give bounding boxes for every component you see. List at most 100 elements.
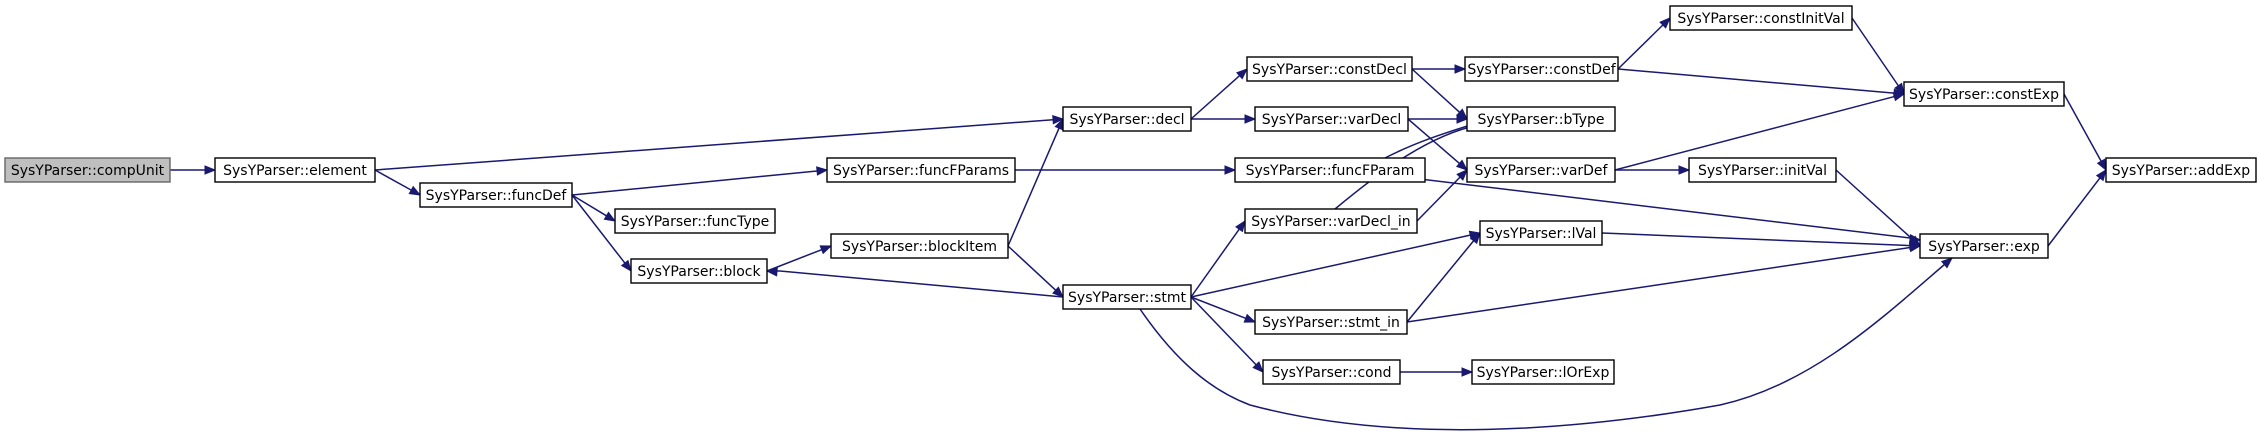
node-box [1246,56,1413,82]
edge-stmt-to-stmt_in [1190,296,1257,323]
edge-element-to-decl [374,115,1065,171]
node-funcDef[interactable]: SysYParser::funcDef [419,182,573,208]
node-box [1471,359,1615,385]
node-blockItem[interactable]: SysYParser::blockItem [830,233,1009,259]
node-box [1466,157,1616,183]
node-label: SysYParser::stmt [1068,290,1186,306]
edge-line [1614,95,1895,171]
node-box [630,258,768,284]
node-box [1464,56,1619,82]
node-box [1903,81,2065,107]
edge-arrowhead [1052,115,1065,125]
node-label: SysYParser::initVal [1698,163,1827,179]
edge-line [1139,257,1953,431]
edge-line [374,118,1054,171]
edge-arrowhead [765,267,778,277]
node-box [2105,157,2257,183]
node-box [1254,309,1408,335]
node-label: SysYParser::compUnit [11,163,165,179]
edge-decl-to-varDecl [1191,114,1257,124]
node-label: SysYParser::varDef [1475,163,1609,179]
node-box [1262,359,1401,385]
node-funcFParam[interactable]: SysYParser::funcFParam [1234,157,1426,183]
node-funcType[interactable]: SysYParser::funcType [614,208,776,234]
edge-line [1617,68,1895,94]
node-lOrExp[interactable]: SysYParser::lOrExp [1471,359,1615,385]
edge-funcDef-to-funcFParams [571,166,829,196]
node-constDef[interactable]: SysYParser::constDef [1464,56,1619,82]
node-constInitVal[interactable]: SysYParser::constInitVal [1669,5,1853,31]
node-label: SysYParser::exp [1928,239,2040,255]
edge-line [2063,93,2102,162]
edge-arrowhead [603,211,617,222]
node-box [1062,106,1192,132]
node-lVal[interactable]: SysYParser::lVal [1479,220,1603,246]
edge-varDecl-to-bType [1408,114,1469,124]
node-varDef[interactable]: SysYParser::varDef [1466,157,1616,183]
edge-stmt-to-lVal [1190,230,1482,298]
edge-arrowhead [1892,92,1906,102]
node-stmt_in[interactable]: SysYParser::stmt_in [1254,309,1408,335]
edge-funcDef-to-funcType [571,194,617,222]
node-varDecl_in[interactable]: SysYParser::varDecl_in [1244,208,1418,234]
node-initVal[interactable]: SysYParser::initVal [1688,157,1837,183]
edge-constDecl-to-bType [1411,68,1468,120]
edge-line [1416,176,1461,222]
node-funcFParams[interactable]: SysYParser::funcFParams [826,157,1016,183]
edge-line [1190,228,1240,298]
edge-arrowhead [1894,82,1905,96]
node-exp[interactable]: SysYParser::exp [1919,233,2049,259]
node-label: SysYParser::funcFParams [833,163,1009,179]
node-box [614,208,776,234]
node-box [1254,106,1409,132]
node-label: SysYParser::cond [1271,365,1391,381]
node-box [1466,106,1616,132]
node-label: SysYParser::block [637,264,761,280]
edge-line [1601,232,1911,247]
edge-line [1190,234,1471,298]
node-bType[interactable]: SysYParser::bType [1466,106,1616,132]
node-decl[interactable]: SysYParser::decl [1062,106,1192,132]
edge-line [1835,169,1914,240]
node-box [1688,157,1837,183]
edge-varDecl_in-to-varDef [1416,169,1468,222]
edge-stmt-to-exp [1139,257,1954,431]
node-box [830,233,1009,259]
node-label: SysYParser::constExp [1909,87,2059,103]
node-addExp[interactable]: SysYParser::addExp [2105,157,2257,183]
edge-constInitVal-to-constExp [1851,17,1905,96]
node-varDecl[interactable]: SysYParser::varDecl [1254,106,1409,132]
edge-arrowhead [1243,313,1257,323]
edge-arrowhead [816,166,829,176]
edge-constDecl-to-constDef [1412,64,1467,74]
node-stmt[interactable]: SysYParser::stmt [1062,284,1192,310]
node-label: SysYParser::decl [1069,112,1184,128]
edge-arrowhead [1454,64,1467,74]
edge-stmt-to-block [765,267,1064,298]
edge-line [1190,296,1246,320]
edge-arrowhead [408,185,422,196]
node-constDecl[interactable]: SysYParser::constDecl [1246,56,1413,82]
edge-arrowhead [1678,165,1691,175]
node-label: SysYParser::stmt_in [1262,315,1400,331]
edge-line [1190,296,1257,366]
edge-arrowhead [819,245,833,255]
node-element[interactable]: SysYParser::element [214,157,376,183]
edge-constExp-to-addExp [2063,93,2107,172]
node-box [1919,233,2049,259]
node-block[interactable]: SysYParser::block [630,258,768,284]
edge-arrowhead [1252,361,1264,373]
edge-arrowhead [1461,367,1474,377]
node-cond[interactable]: SysYParser::cond [1262,359,1401,385]
edge-arrowhead [1236,68,1249,80]
edge-line [1190,75,1241,120]
edge-arrowhead [620,259,632,273]
edge-arrowhead [1909,240,1922,251]
edge-arrowhead [2096,158,2107,172]
edge-lVal-to-exp [1601,232,1922,251]
edge-arrowhead [1235,219,1246,233]
node-constExp[interactable]: SysYParser::constExp [1903,81,2065,107]
edge-line [2047,177,2101,247]
node-compUnit[interactable]: SysYParser::compUnit [4,157,171,183]
